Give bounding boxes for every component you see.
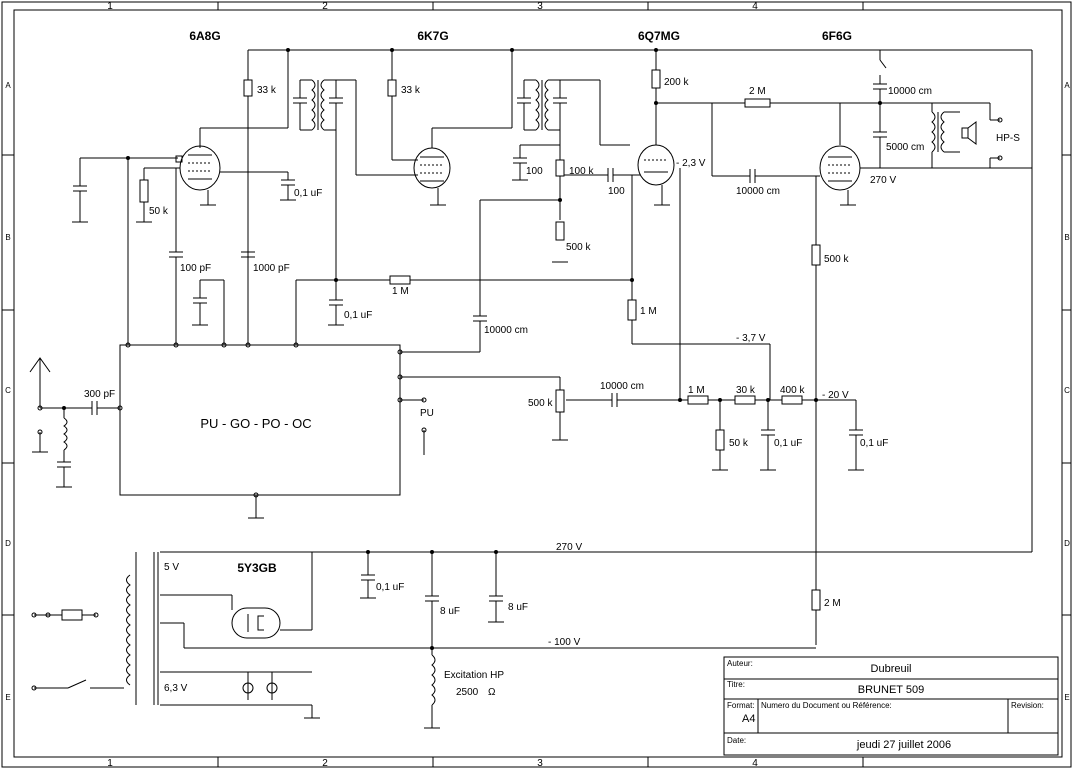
label-c-100-b: 100 [608, 186, 625, 197]
title-block-format: A4 [742, 713, 755, 725]
grid-col-3-bottom: 3 [537, 758, 543, 769]
grid-col-3-top: 3 [537, 1, 543, 12]
label-c-01uf-c: 0,1 uF [774, 438, 802, 449]
label-r-200k: 200 k [664, 77, 689, 88]
resistors [61, 69, 821, 621]
title-block-title: BRUNET 509 [858, 684, 924, 696]
tube-5y3gb [231, 607, 281, 639]
tube-6f6g [819, 145, 861, 206]
grid-col-2-bottom: 2 [322, 758, 328, 769]
label-excitation-value: 2500 [456, 687, 479, 698]
grid-col-4-bottom: 4 [752, 758, 758, 769]
grid-row-a-right: A [1064, 81, 1070, 90]
label-ohm: Ω [488, 687, 496, 698]
label-c-300pf: 300 pF [84, 389, 115, 400]
label-excitation: Excitation HP [444, 670, 504, 681]
title-block-date: jeudi 27 juillet 2006 [856, 739, 951, 751]
label-v-5: 5 V [164, 562, 179, 573]
waveband-switch-label: PU - GO - PO - OC [200, 416, 311, 431]
title-block-author-label: Auteur: [727, 659, 753, 668]
label-c-01uf-e: 0,1 uF [376, 582, 404, 593]
title-block-author: Dubreuil [871, 663, 912, 675]
grid-col-4-top: 4 [752, 1, 758, 12]
label-r-1m-a: 1 M [392, 286, 409, 297]
grid-col-2-top: 2 [322, 1, 328, 12]
wiring [29, 49, 1033, 728]
label-c-10000cm-d: 10000 cm [600, 381, 644, 392]
grid-row-c-left: C [5, 386, 11, 395]
title-block-date-label: Date: [727, 736, 746, 745]
title-block-format-label: Format: [727, 701, 755, 710]
label-r-50k-b: 50 k [729, 438, 749, 449]
label-pot-500k: 500 k [528, 398, 553, 409]
label-r-500k-mid: 500 k [566, 242, 591, 253]
label-c-10000cm-mid: 10000 cm [736, 186, 780, 197]
label-c-8uf-a: 8 uF [440, 606, 460, 617]
grid-row-a-left: A [5, 81, 11, 90]
title-block-revision-label: Revision: [1011, 701, 1044, 710]
grid-row-b-left: B [5, 233, 10, 242]
label-v-23: - 2,3 V [676, 158, 706, 169]
label-r-500k-right: 500 k [824, 254, 849, 265]
label-c-8uf-b: 8 uF [508, 602, 528, 613]
label-r-2m-b: 2 M [824, 598, 841, 609]
tube-title-6f6g: 6F6G [822, 29, 852, 43]
grid-row-e-left: E [5, 693, 10, 702]
tube-title-6a8g: 6A8G [189, 29, 220, 43]
label-r-400k: 400 k [780, 385, 805, 396]
label-c-10000cm-c: 10000 cm [484, 325, 528, 336]
label-c-100pf: 100 pF [180, 263, 211, 274]
component-labels: 33 k 33 k 200 k 2 M 10000 cm 5000 cm HP-… [84, 77, 1020, 698]
grid-row-d-right: D [1064, 539, 1070, 548]
tube-6q7mg [637, 144, 675, 206]
grid-col-1-top: 1 [107, 1, 113, 12]
label-c-1000pf: 1000 pF [253, 263, 290, 274]
label-c-100-a: 100 [526, 166, 543, 177]
junction-dots [62, 48, 882, 650]
label-v-37: - 3,7 V [736, 333, 766, 344]
grid-row-b-right: B [1064, 233, 1069, 242]
label-r-33k-b: 33 k [401, 85, 421, 96]
tube-6a8g [175, 145, 221, 206]
label-pu: PU [420, 408, 434, 419]
terminals [31, 117, 1003, 694]
label-v-63: 6,3 V [164, 683, 188, 694]
label-c-01uf-b: 0,1 uF [344, 310, 372, 321]
label-hp-s: HP-S [996, 133, 1020, 144]
label-v-270-rail: 270 V [556, 542, 582, 553]
label-v-100: - 100 V [548, 637, 581, 648]
label-c-5000cm: 5000 cm [886, 142, 924, 153]
label-r-30k: 30 k [736, 385, 756, 396]
label-r-1m-b: 1 M [640, 306, 657, 317]
tube-title-6q7mg: 6Q7MG [638, 29, 680, 43]
title-block-docnum-label: Numero du Document ou Référence: [761, 701, 892, 710]
label-r-1m-c: 1 M [688, 385, 705, 396]
ground-symbols [32, 179, 864, 729]
label-v-270-tube: 270 V [870, 175, 896, 186]
label-c-01uf-a: 0,1 uF [294, 188, 322, 199]
label-r-33k-a: 33 k [257, 85, 277, 96]
label-r-50k-left: 50 k [149, 206, 169, 217]
title-block-title-label: Titre: [727, 680, 745, 689]
label-c-01uf-d: 0,1 uF [860, 438, 888, 449]
tube-title-5y3gb: 5Y3GB [237, 561, 277, 575]
label-r-2m-top: 2 M [749, 86, 766, 97]
tube-title-6k7g: 6K7G [417, 29, 448, 43]
grid-col-1-bottom: 1 [107, 758, 113, 769]
grid-row-c-right: C [1064, 386, 1070, 395]
grid-row-d-left: D [5, 539, 11, 548]
label-r-100k: 100 k [569, 166, 594, 177]
title-block: Auteur: Dubreuil Titre: BRUNET 509 Forma… [723, 656, 1059, 756]
tube-6k7g [413, 147, 451, 206]
grid-row-e-right: E [1064, 693, 1069, 702]
label-v-20: - 20 V [822, 390, 849, 401]
label-c-10000cm-top: 10000 cm [888, 86, 932, 97]
